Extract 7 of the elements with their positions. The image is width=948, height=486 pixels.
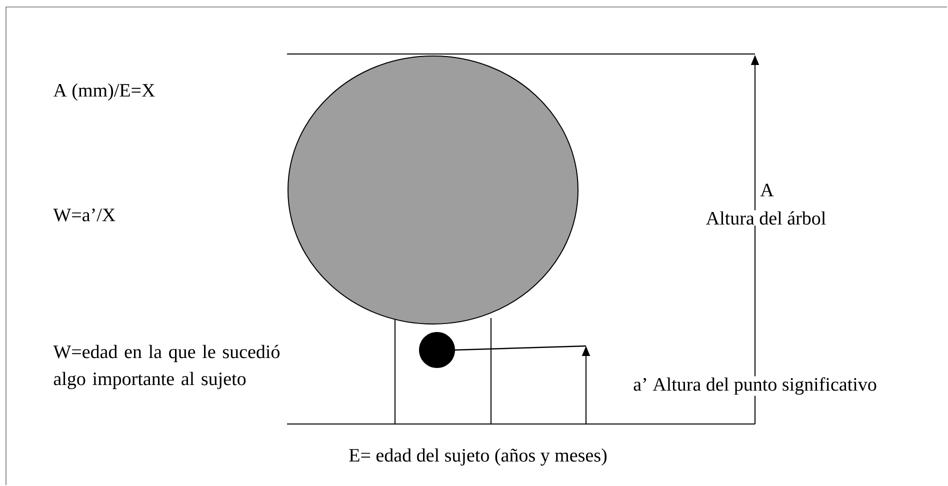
label: W=edad en la que le sucedió algo importante al sujeto	[53, 344, 280, 390]
label: a’ Altura del punto significativo	[632, 376, 878, 396]
label: W=a’/X	[53, 208, 116, 222]
label: A	[760, 184, 774, 196]
label: A (mm)/E=X	[53, 83, 155, 101]
label: Altura del árbol	[704, 210, 828, 226]
label: E= edad del sujeto (años y meses)	[349, 448, 607, 466]
